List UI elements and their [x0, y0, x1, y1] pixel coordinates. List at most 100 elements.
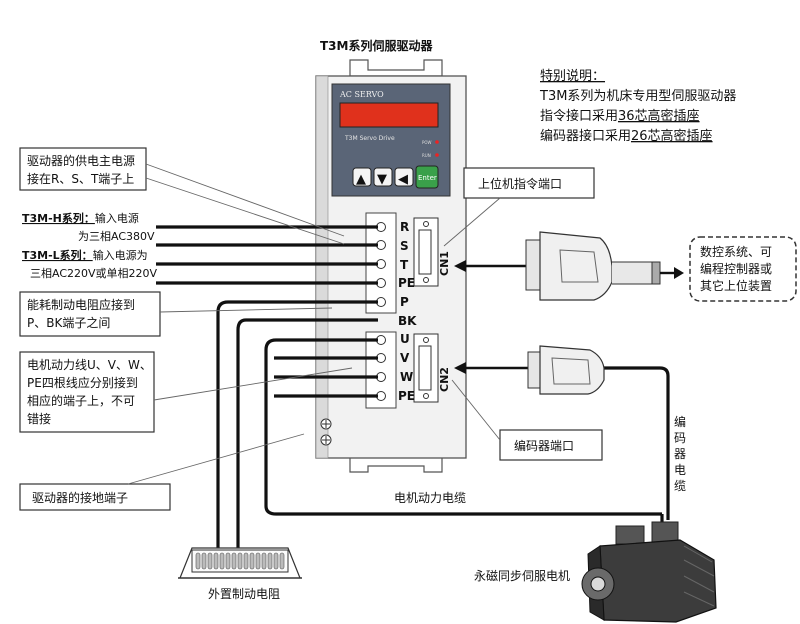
terminal-label-v: V — [400, 351, 410, 365]
callout-host-port-box — [463, 167, 595, 199]
run-label: RUN — [422, 153, 431, 158]
encoder-cable-char3: 器 — [674, 447, 686, 461]
up-button[interactable] — [352, 167, 372, 187]
resistor-coil-turn — [201, 552, 207, 570]
left-button[interactable] — [394, 167, 414, 187]
host-plug-shell — [539, 231, 613, 301]
cn1-link — [454, 260, 526, 272]
terminal-label-w: W — [400, 370, 413, 384]
resistor-coil-turn — [261, 552, 267, 570]
terminal-labels: R S T PE P BK U V W PE — [398, 220, 417, 403]
ext-resistor-label: 外置制动电阻 — [208, 587, 280, 601]
encoder-cable-char4: 电 — [674, 463, 686, 477]
encoder-plug — [527, 345, 605, 395]
resistor-coil-turn — [255, 552, 261, 570]
encoder-cable-line — [604, 366, 670, 520]
terminal-label-s: S — [400, 239, 409, 253]
note-line3: 编码器接口采用26芯高密插座 — [540, 128, 713, 144]
terminal-label-bk: BK — [398, 314, 417, 328]
host-plug — [525, 231, 684, 301]
resistor-coil-turn — [213, 552, 219, 570]
host-plug-face — [525, 239, 541, 291]
resistor-coil-turn — [279, 552, 285, 570]
resistor-coil-turn — [207, 552, 213, 570]
motor-connector-1 — [615, 525, 645, 545]
resistor-coil-turn — [195, 552, 201, 570]
terminal-label-r: R — [400, 220, 409, 234]
callout-motor-line2: PE四根线应分别接到 — [27, 375, 138, 390]
encoder-cable-label: 编 码 器 电 缆 — [674, 414, 686, 493]
servo-drive: AC SERVO T3M Servo Drive POW RUN ▲ ▼ ◀ E… — [315, 75, 467, 459]
encoder-cable-char1: 编 — [674, 414, 686, 429]
up-button-glyph: ▲ — [356, 172, 366, 187]
external-brake-resistor — [178, 547, 302, 579]
note-line2: 指令接口采用36芯高密插座 — [540, 108, 700, 124]
resistor-coil-turn — [243, 552, 249, 570]
t3m-l-line2: 三相AC220V或单相220V — [30, 267, 158, 280]
left-button-glyph: ◀ — [398, 172, 408, 187]
t3m-h-line1: T3M-H系列：输入电源 — [22, 211, 139, 225]
series-labels: T3M-H系列：输入电源 为三相AC380V T3M-L系列：输入电源为 三相A… — [22, 211, 158, 280]
wire-p — [216, 300, 378, 550]
terminal-label-pe2: PE — [398, 389, 415, 403]
callout-brake-line2: P、BK端子之间 — [27, 316, 110, 330]
cn2-screw-top — [423, 337, 429, 343]
cn1-screw-top — [423, 221, 429, 227]
callout-encoder-port-text: 编码器端口 — [514, 438, 574, 453]
motor-shaft — [590, 576, 606, 592]
callout-encoder-port-box — [499, 429, 603, 461]
brand-label: AC SERVO — [339, 90, 384, 99]
terminal-label-t: T — [400, 258, 409, 272]
host-devices-line3: 其它上位装置 — [700, 278, 772, 293]
drive-side-panel — [315, 75, 329, 459]
pow-label: POW — [422, 140, 432, 145]
motor-power-wires — [264, 338, 664, 530]
host-plug-label-area — [559, 249, 599, 283]
host-devices-border — [689, 236, 797, 302]
brake-resistor-wires — [216, 300, 378, 550]
cn1-screw-bottom — [423, 277, 429, 283]
encoder-plug-shell — [539, 345, 605, 395]
callout-motor-box — [19, 351, 155, 433]
servo-motor — [581, 521, 717, 623]
resistor-coil-turn — [249, 552, 255, 570]
terminal-label-pe: PE — [398, 276, 415, 290]
wire-bk — [236, 318, 378, 550]
resistor-coil-turn — [267, 552, 273, 570]
host-devices-box: 数控系统、可 编程控制器或 其它上位装置 — [689, 236, 797, 302]
resistor-coil-turn — [219, 552, 225, 570]
note-line1: T3M系列为机床专用型伺服驱动器 — [539, 89, 736, 104]
note-heading: 特别说明： — [540, 69, 605, 84]
encoder-cable-char5: 缆 — [674, 479, 686, 493]
resistor-coil-turn — [237, 552, 243, 570]
motor-cable-label: 电机动力电缆 — [394, 491, 466, 505]
t3m-h-line2: 为三相AC380V — [78, 230, 155, 243]
host-cable — [612, 261, 653, 285]
diagram-title: T3M系列伺服驱动器 — [320, 38, 433, 53]
terminal-label-p: P — [400, 295, 409, 309]
encoder-cable-char2: 码 — [674, 431, 686, 445]
resistor-coil-turn — [273, 552, 279, 570]
resistor-coil-turn — [231, 552, 237, 570]
encoder-cable — [454, 362, 670, 520]
cn2-socket — [418, 345, 432, 391]
host-devices-line1: 数控系统、可 — [700, 244, 772, 259]
callout-motor-lines: 电机动力线U、V、W、 PE四根线应分别接到 相应的端子上，不可 错接 — [19, 351, 353, 433]
callout-ground: 驱动器的接地端子 — [19, 433, 305, 511]
callout-power-supply-line1: 驱动器的供电主电源 — [27, 153, 135, 168]
callout-motor-line3: 相应的端子上，不可 — [27, 393, 135, 408]
callout-power-supply: 驱动器的供电主电源 接在R、S、T端子上 — [19, 147, 345, 245]
callout-brake-box — [19, 291, 161, 337]
resistor-coil-turn — [225, 552, 231, 570]
enter-button[interactable] — [415, 165, 439, 189]
terminal-label-u: U — [400, 332, 410, 346]
special-note: 特别说明： T3M系列为机床专用型伺服驱动器 指令接口采用36芯高密插座 编码器… — [539, 69, 736, 144]
host-devices-line2: 编程控制器或 — [700, 261, 772, 276]
down-button-glyph: ▼ — [377, 172, 387, 187]
down-button[interactable] — [373, 167, 393, 187]
wire-u — [264, 338, 662, 516]
encoder-plug-face — [527, 351, 541, 389]
callout-power-supply-box — [19, 147, 147, 191]
motor-body — [599, 539, 717, 623]
pow-led — [435, 140, 439, 144]
